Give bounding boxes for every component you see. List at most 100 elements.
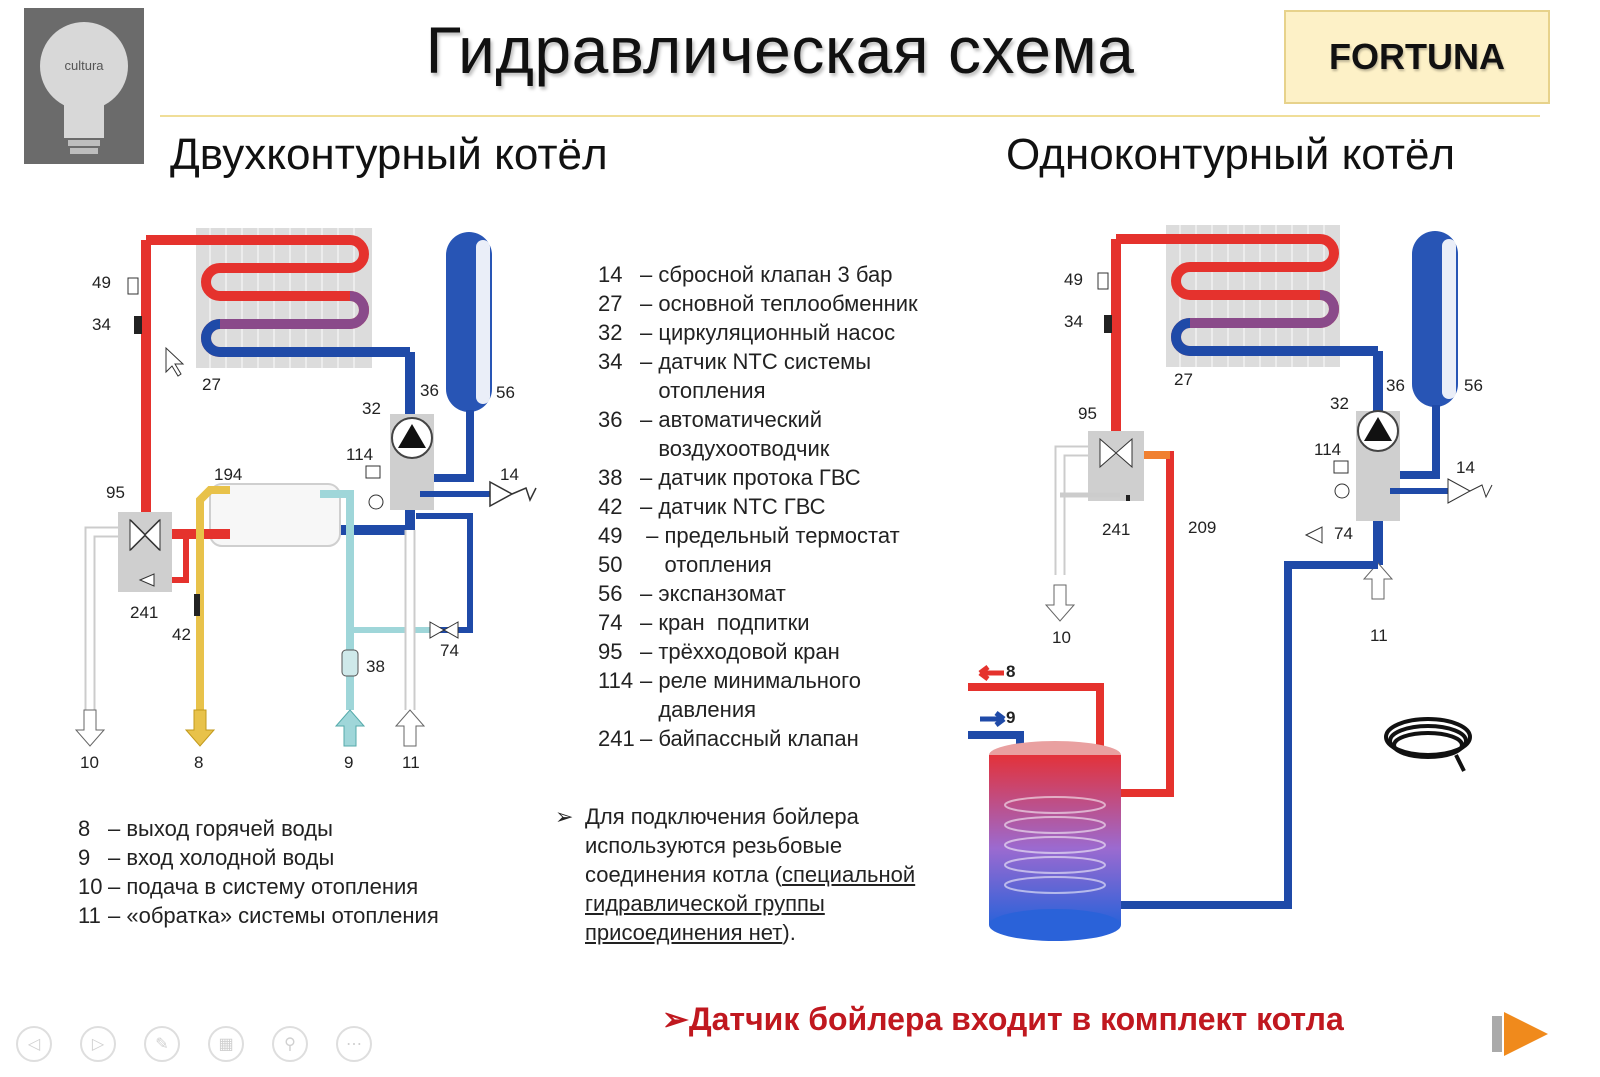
legend-text: – циркуляционный насос xyxy=(640,320,896,345)
outlet-label-9: 9 xyxy=(344,753,353,772)
relief-valve-icon xyxy=(489,480,514,508)
label-74: 74 xyxy=(1334,524,1353,543)
gauge-icon xyxy=(1334,483,1350,499)
prev-icon[interactable]: ◁ xyxy=(16,1026,52,1062)
label-36: 36 xyxy=(420,381,439,400)
label-114: 114 xyxy=(1314,440,1341,459)
sensor-cable-icon xyxy=(1384,717,1472,772)
plate-heat-exchanger xyxy=(209,483,341,547)
arrow-up-icon xyxy=(394,709,426,747)
title-divider xyxy=(160,115,1540,117)
play-icon[interactable]: ▷ xyxy=(80,1026,116,1062)
label-95: 95 xyxy=(106,483,125,502)
legend-number: 34 xyxy=(598,349,623,374)
dhw-cylinder xyxy=(989,755,1121,925)
legend-number xyxy=(598,695,640,724)
legend-text: – кран подпитки xyxy=(640,610,810,635)
arrow-down-icon xyxy=(1044,584,1076,622)
label-241: 241 xyxy=(1102,520,1130,539)
note-text: Для подключения бойлера используются рез… xyxy=(585,804,859,887)
label-32: 32 xyxy=(362,399,381,418)
legend-row: 36– автоматический xyxy=(598,405,980,434)
legend-row: 114– реле минимального xyxy=(598,666,980,695)
legend-number: 38 xyxy=(598,465,623,490)
label-27: 27 xyxy=(1174,370,1193,389)
label-95: 95 xyxy=(1078,404,1097,423)
legend-number: 32 xyxy=(598,320,623,345)
legend-text: отопления xyxy=(640,378,766,403)
legend-row: 50 отопления xyxy=(598,550,980,579)
relief-valve-icon xyxy=(1447,478,1472,504)
legend-row: 56– экспанзомат xyxy=(598,579,980,608)
arrow-up-icon xyxy=(1362,562,1394,600)
zoom-icon[interactable]: ⚲ xyxy=(272,1026,308,1062)
legend-text: – трёхходовой кран xyxy=(640,639,840,664)
outlet-label-9: 9 xyxy=(1006,708,1015,727)
flow-sensor-38 xyxy=(341,649,359,677)
makeup-tap-icon xyxy=(1304,526,1323,544)
legend-text: – предельный термостат xyxy=(640,523,900,548)
label-56: 56 xyxy=(496,383,515,402)
boiler-connection-note: ➢ Для подключения бойлера используются р… xyxy=(555,802,955,947)
legend-number: 14 xyxy=(598,262,623,287)
arrow-right-icon xyxy=(980,711,1006,727)
connection-row: 11– «обратка» системы отопления xyxy=(78,901,439,930)
left-subtitle: Двухконтурный котёл xyxy=(170,130,608,179)
connection-number: 8 xyxy=(78,816,91,841)
legend-text: отопления xyxy=(640,552,772,577)
outlet-label-10: 10 xyxy=(80,753,99,772)
legend-row: 95 – трёхходовой кран xyxy=(598,637,980,666)
legend-number: 49 xyxy=(598,523,623,548)
legend-number: 56 xyxy=(598,581,623,606)
note-end: ). xyxy=(782,920,796,945)
pen-icon[interactable]: ✎ xyxy=(144,1026,180,1062)
legend-text: – датчик NTC ГВС xyxy=(640,494,826,519)
outlet-label-8: 8 xyxy=(1006,662,1015,681)
grid-icon[interactable]: ▦ xyxy=(208,1026,244,1062)
legend-text: – сбросной клапан 3 бар xyxy=(640,262,893,287)
legend-row: 34 – датчик NTC системы xyxy=(598,347,980,376)
label-32: 32 xyxy=(1330,394,1349,413)
connection-row: 9– вход холодной воды xyxy=(78,843,439,872)
logo-word: cultura xyxy=(64,58,104,73)
legend-row: 49 – предельный термостат xyxy=(598,521,980,550)
legend-row: 38– датчик протока ГВС xyxy=(598,463,980,492)
cursor-icon xyxy=(165,346,185,377)
page-title: Гидравлическая схема xyxy=(425,13,1135,87)
more-icon[interactable]: ⋯ xyxy=(336,1026,372,1062)
label-49: 49 xyxy=(92,273,111,292)
legend-text: – датчик NTC системы xyxy=(640,349,872,374)
legend-text: – байпассный клапан xyxy=(640,726,859,751)
legend-number: 42 xyxy=(598,494,623,519)
label-34: 34 xyxy=(92,315,111,334)
makeup-tap-icon xyxy=(429,621,459,639)
connection-text: – подача в систему отопления xyxy=(108,874,419,899)
single-circuit-diagram: 49 34 27 95 32 36 56 114 14 241 209 74 1… xyxy=(968,225,1493,941)
legend-text: воздухоотводчик xyxy=(640,436,830,461)
legend-number xyxy=(598,434,640,463)
note-underlined: специальной гидравлической группы присое… xyxy=(585,862,916,945)
next-slide-arrow-icon[interactable] xyxy=(1490,1004,1550,1064)
boiler-sensor-banner: ➢Датчик бойлера входит в комплект котла xyxy=(662,1001,1344,1037)
outlet-label-8: 8 xyxy=(194,753,203,772)
label-36: 36 xyxy=(1386,376,1405,395)
arrow-left-icon xyxy=(978,665,1004,681)
legend-row: 32 – циркуляционный насос xyxy=(598,318,980,347)
legend-number: 241 xyxy=(598,726,635,751)
legend-number: 50 xyxy=(598,552,623,577)
legend-number: 36 xyxy=(598,407,623,432)
arrow-down-icon xyxy=(184,709,216,747)
legend-number: 95 xyxy=(598,639,623,664)
arrow-up-icon xyxy=(334,709,366,747)
legend-row: 27– основной теплообменник xyxy=(598,289,980,318)
three-way-valve-block xyxy=(1088,431,1144,501)
bullet-arrow-icon: ➢ xyxy=(555,804,574,829)
double-circuit-diagram: 49 34 27 32 36 56 114 194 95 14 241 42 7… xyxy=(74,228,537,772)
label-14: 14 xyxy=(1456,458,1475,477)
label-34: 34 xyxy=(1064,312,1083,331)
label-74: 74 xyxy=(440,641,459,660)
label-14: 14 xyxy=(500,465,519,484)
connection-number: 10 xyxy=(78,874,103,899)
gauge-icon xyxy=(368,494,384,510)
